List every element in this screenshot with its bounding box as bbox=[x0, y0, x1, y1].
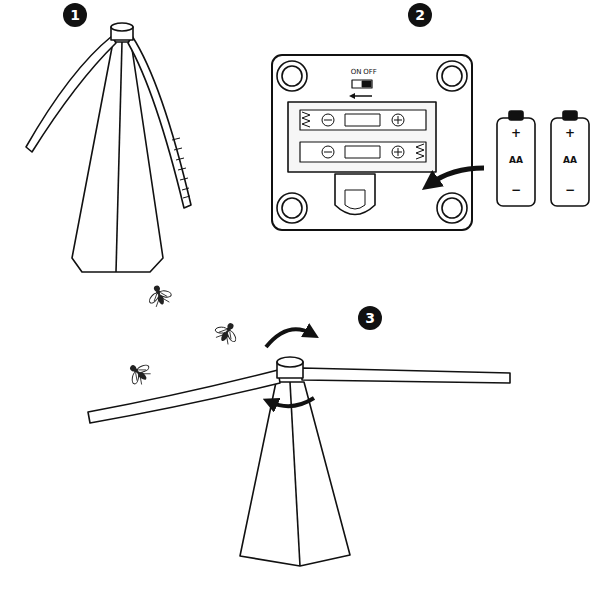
battery-type: AA bbox=[509, 156, 523, 165]
battery-type: AA bbox=[563, 156, 577, 165]
callout-number: 2 bbox=[415, 8, 425, 22]
callout-number: 1 bbox=[70, 8, 80, 22]
switch-label: ON bbox=[351, 69, 362, 76]
switch-label: OFF bbox=[363, 69, 377, 76]
battery-polarity: + bbox=[511, 127, 521, 139]
battery-polarity: − bbox=[565, 184, 575, 196]
callout-number: 3 bbox=[365, 311, 375, 325]
battery-polarity: + bbox=[565, 127, 575, 139]
battery-polarity: − bbox=[511, 184, 521, 196]
